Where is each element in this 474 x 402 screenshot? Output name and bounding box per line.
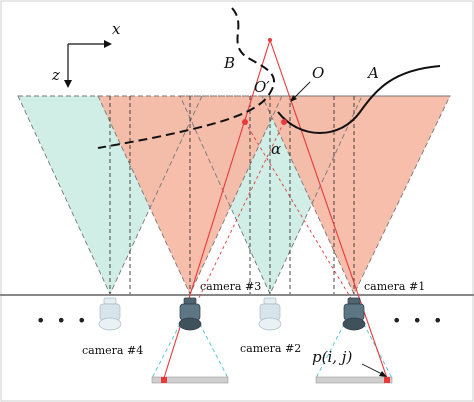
label-alpha: α	[271, 140, 281, 158]
intersection-point-left	[242, 119, 248, 125]
camera-1-icon	[342, 297, 366, 331]
pixel-marker-camera-3	[161, 377, 167, 383]
camera-4-icon	[98, 297, 122, 331]
camera-2-label: camera #2	[240, 342, 301, 355]
image-plane-camera-1	[315, 376, 393, 384]
apex-point-O-prime	[268, 38, 272, 42]
axis-z-label: z	[51, 66, 60, 84]
pixel-label: p(i, j)	[312, 348, 352, 366]
label-O-prime: O′	[254, 78, 270, 96]
ellipsis-right: • • •	[392, 311, 445, 330]
camera-4-label: camera #4	[82, 344, 143, 357]
camera-3-label: camera #3	[200, 280, 261, 293]
pixel-pointer-head	[379, 371, 387, 377]
projection-rays-dashed	[197, 121, 353, 301]
O-arrow-head	[290, 95, 297, 102]
intersection-point-right	[281, 119, 287, 125]
camera-1-label: camera #1	[364, 280, 425, 293]
optical-axes	[109, 96, 355, 294]
curve-A	[277, 65, 441, 134]
axis-x-label: x	[112, 20, 121, 38]
image-plane-camera-3	[151, 376, 229, 384]
label-B: B	[223, 54, 235, 72]
pixel-pointer	[361, 363, 385, 376]
coordinate-axes	[64, 40, 112, 88]
ellipsis-left: • • •	[36, 311, 89, 330]
label-O: O	[312, 64, 324, 82]
camera-3-icon	[178, 297, 202, 331]
pixel-marker-camera-1	[384, 377, 390, 383]
camera-2-icon	[258, 297, 282, 331]
fov-cone-camera-1	[262, 96, 450, 294]
label-A: A	[366, 64, 379, 82]
